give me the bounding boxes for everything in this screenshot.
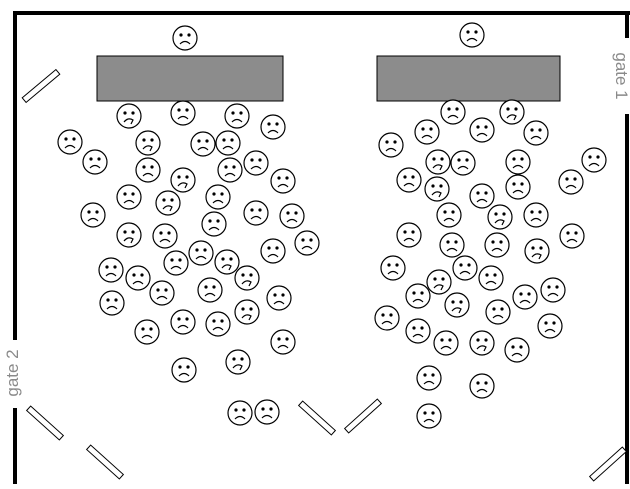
frown-face-icon (244, 201, 268, 225)
fence-center-2 (345, 399, 382, 433)
frown-face-icon (261, 115, 285, 139)
frown-face-icon (397, 223, 421, 247)
frown-face-icon (171, 168, 195, 192)
frown-face-icon (397, 168, 421, 192)
frown-face-icon (488, 205, 512, 229)
gate-1-label: gate 1 (612, 52, 630, 99)
frown-face-icon (171, 310, 195, 334)
frown-face-icon (271, 169, 295, 193)
frown-face-icon (485, 233, 509, 257)
fence-bottom-right (590, 447, 627, 481)
frown-face-icon (451, 151, 475, 175)
frown-face-icon (164, 251, 188, 275)
frown-face-icon (173, 26, 197, 50)
frown-face-icon (235, 300, 259, 324)
frown-face-icon (524, 203, 548, 227)
frown-face-icon (136, 158, 160, 182)
frown-face-icon (280, 204, 304, 228)
frown-face-icon (215, 250, 239, 274)
frown-face-icon (206, 185, 230, 209)
frown-face-icon (500, 100, 524, 124)
frown-face-icon (437, 203, 461, 227)
frown-face-icon (506, 150, 530, 174)
frown-face-icon (171, 101, 195, 125)
frown-face-icon (136, 131, 160, 155)
fence-mid-left-2 (87, 445, 124, 479)
frown-face-icon (99, 258, 123, 282)
frown-face-icon (153, 224, 177, 248)
frown-face-icon (189, 241, 213, 265)
frown-face-icon (135, 320, 159, 344)
frown-face-icon (83, 150, 107, 174)
frown-face-icon (206, 312, 230, 336)
frown-face-icon (470, 374, 494, 398)
frown-face-icon (440, 233, 464, 257)
barrier-right (377, 56, 560, 101)
frown-face-icon (226, 350, 250, 374)
frown-face-icon (470, 118, 494, 142)
frown-face-icon (202, 212, 226, 236)
frown-face-icon (425, 177, 449, 201)
frown-face-icon (117, 185, 141, 209)
frown-face-icon (470, 331, 494, 355)
frown-face-icon (525, 239, 549, 263)
frown-face-icon (117, 104, 141, 128)
frown-face-icon (434, 331, 458, 355)
frown-face-icon (538, 314, 562, 338)
frown-face-icon (117, 223, 141, 247)
frown-face-icon (441, 100, 465, 124)
frown-face-icon (225, 104, 249, 128)
frown-face-icon (415, 120, 439, 144)
frown-face-icon (406, 319, 430, 343)
frown-face-icon (261, 239, 285, 263)
frown-face-icon (513, 285, 537, 309)
frown-face-icon (470, 184, 494, 208)
frown-face-icon (255, 400, 279, 424)
frown-face-icon (427, 270, 451, 294)
frown-face-icon (191, 132, 215, 156)
fence-mid-left-1 (27, 406, 64, 440)
frown-face-icon (453, 256, 477, 280)
frown-face-icon (460, 23, 484, 47)
frown-face-icon (582, 148, 606, 172)
frown-face-icon (560, 224, 584, 248)
frown-face-icon (406, 284, 430, 308)
frown-face-icon (379, 133, 403, 157)
barrier-left (97, 56, 283, 101)
frown-face-icon (58, 130, 82, 154)
frown-face-icon (150, 281, 174, 305)
frown-face-icon (486, 300, 510, 324)
gate-2-label: gate 2 (3, 349, 22, 396)
frown-face-icon (559, 170, 583, 194)
frown-face-icon (100, 291, 124, 315)
frown-face-icon (235, 266, 259, 290)
frown-face-icon (218, 158, 242, 182)
frown-face-icon (81, 203, 105, 227)
frown-face-icon (445, 293, 469, 317)
frown-face-icon (228, 401, 252, 425)
frown-face-icon (426, 150, 450, 174)
frown-face-icon (505, 338, 529, 362)
frown-face-icon (126, 266, 150, 290)
frown-face-icon (172, 358, 196, 382)
frown-face-icon (295, 231, 319, 255)
frown-face-icon (375, 306, 399, 330)
frown-face-icon (271, 330, 295, 354)
frown-face-icon (244, 151, 268, 175)
fence-top-left (22, 70, 60, 103)
fence-center-1 (299, 401, 336, 435)
frown-face-icon (381, 256, 405, 280)
frown-face-icon (479, 266, 503, 290)
frown-face-icon (198, 278, 222, 302)
frown-face-icon (417, 404, 441, 428)
frown-face-icon (541, 278, 565, 302)
frown-face-icon (506, 175, 530, 199)
frown-face-icon (417, 366, 441, 390)
frown-face-icon (216, 131, 240, 155)
frown-face-icon (156, 191, 180, 215)
frown-face-icon (267, 286, 291, 310)
frown-face-icon (524, 121, 548, 145)
